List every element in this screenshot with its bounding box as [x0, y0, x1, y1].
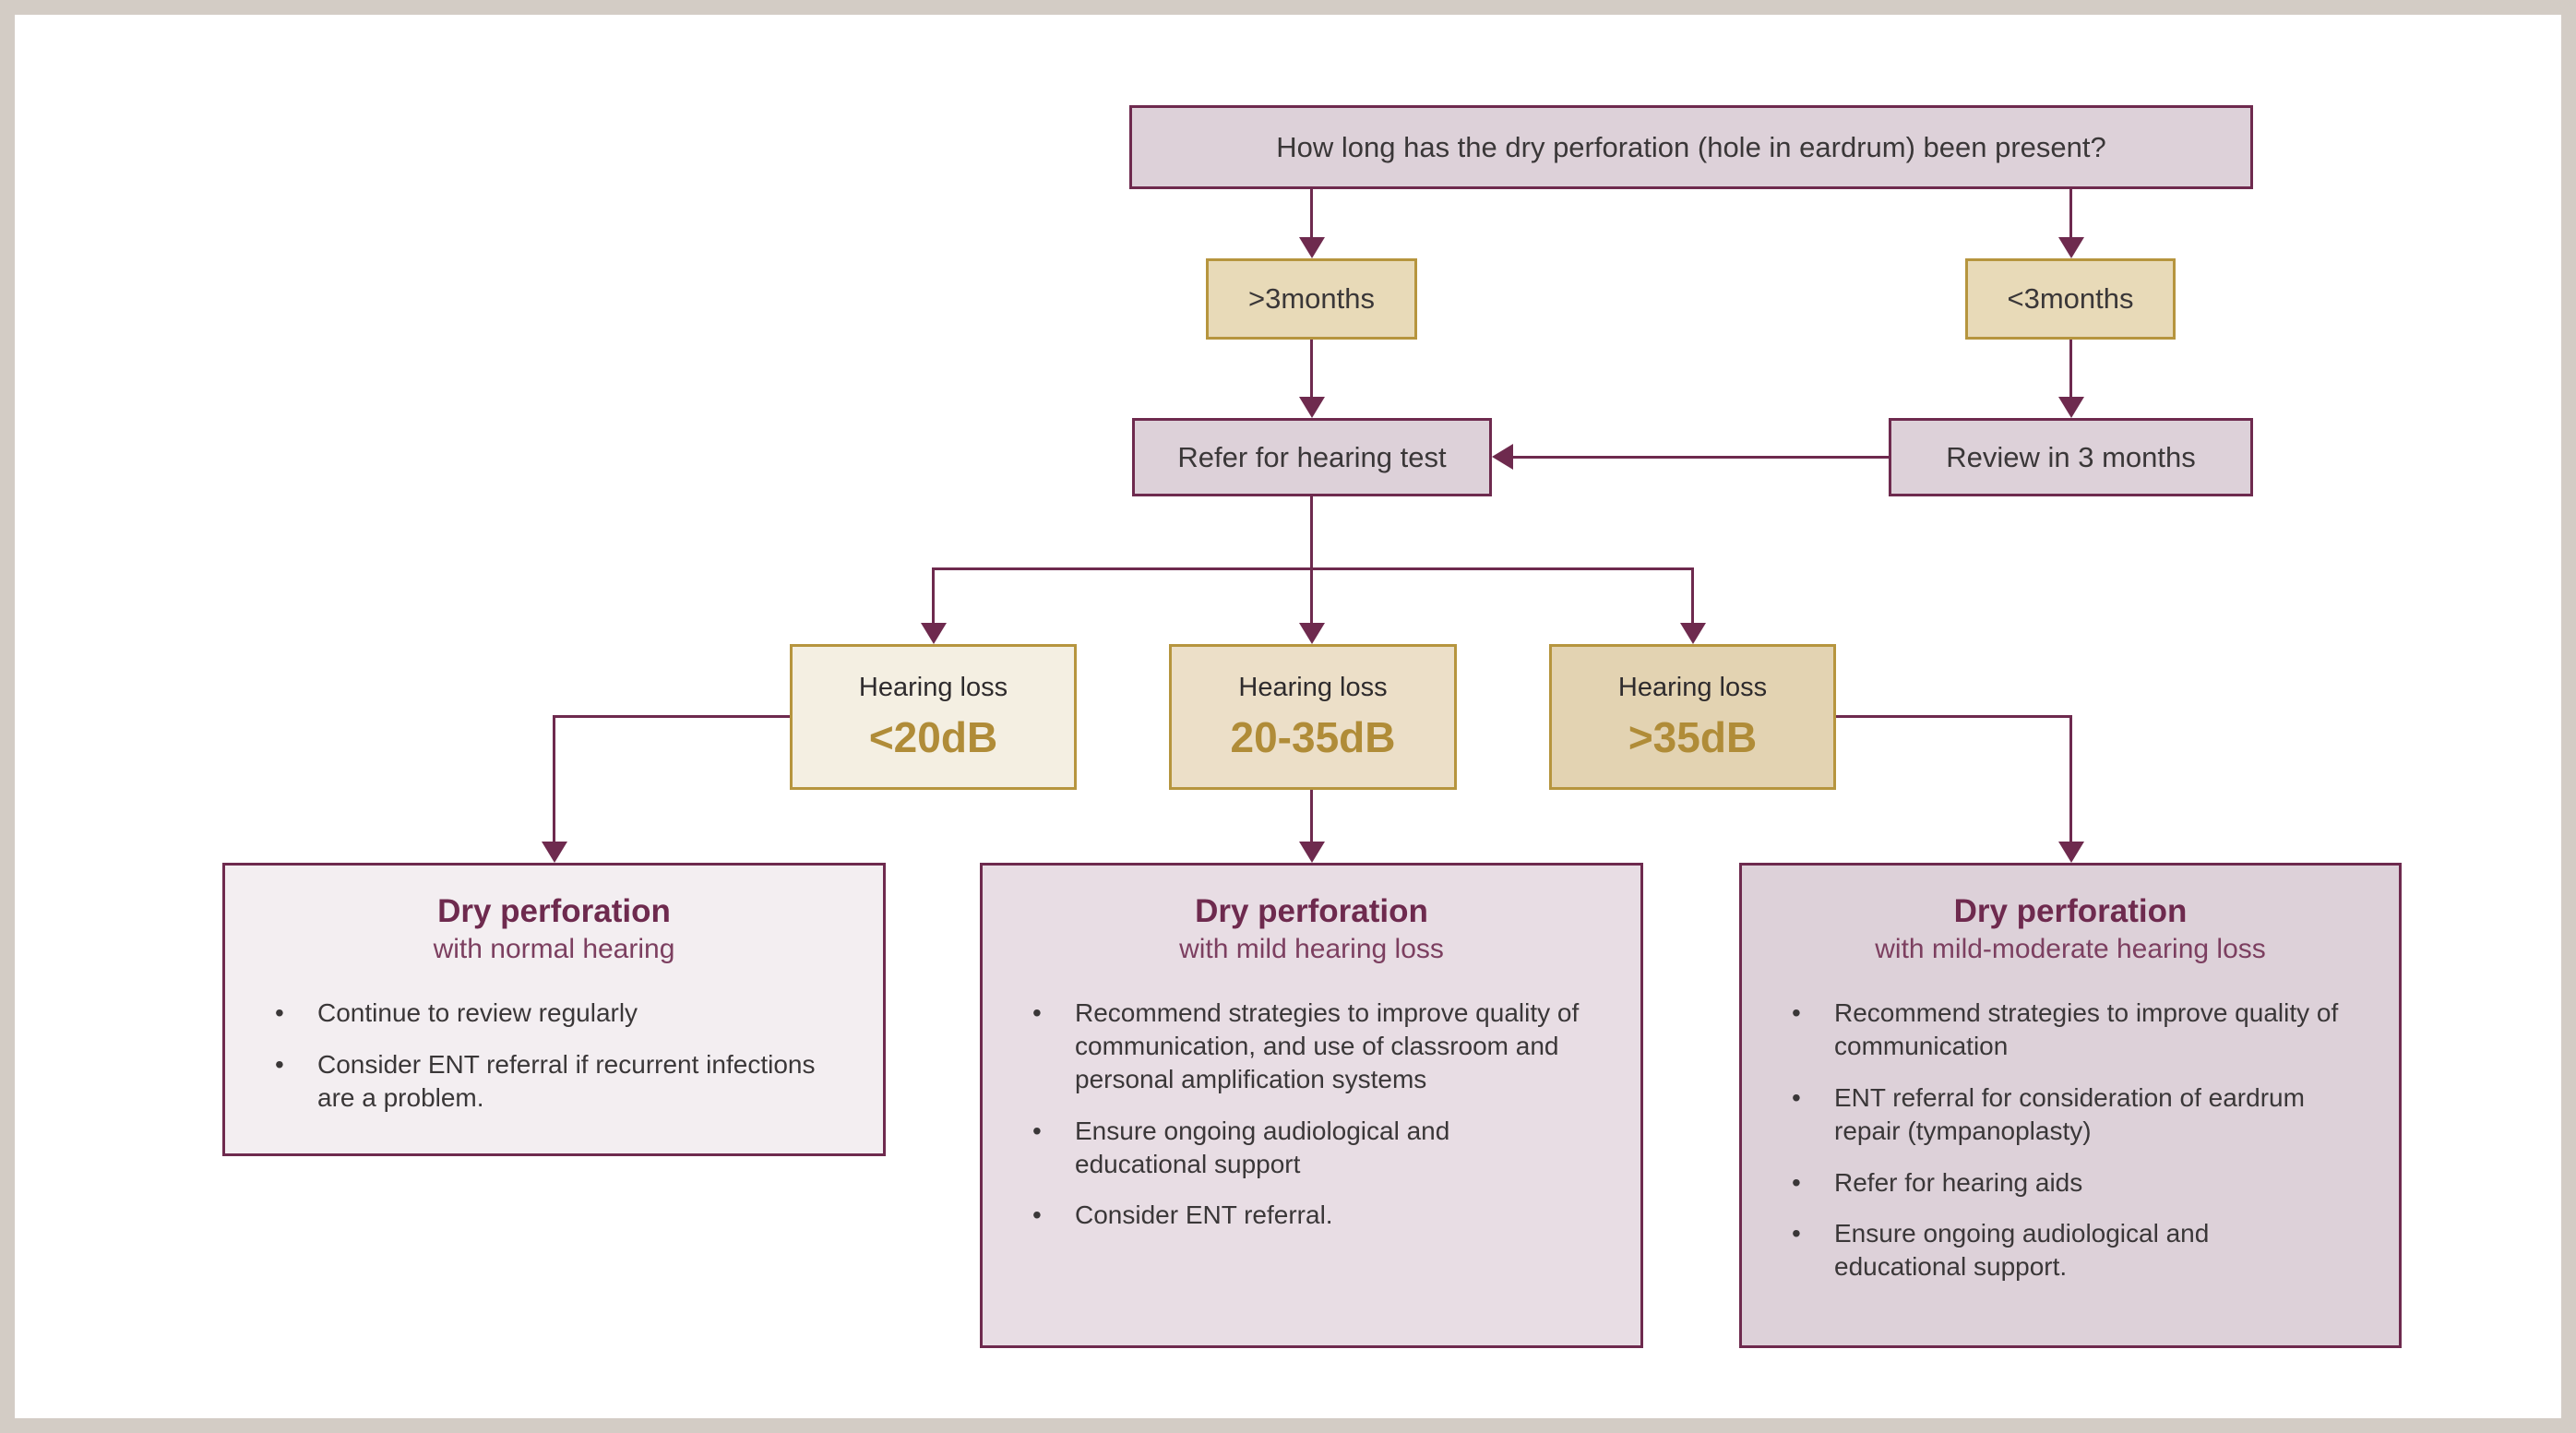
connector-line	[1310, 567, 1313, 625]
arrow-down-icon	[1680, 623, 1706, 644]
connector-line	[1310, 790, 1313, 843]
arrow-down-icon	[2058, 397, 2084, 418]
connector-line	[553, 715, 555, 842]
connector-line	[932, 567, 935, 625]
arrow-left-icon	[1492, 444, 1513, 470]
bullet-item: Consider ENT referral if recurrent infec…	[269, 1048, 824, 1115]
bullet-item: Recommend strategies to improve quality …	[1786, 997, 2340, 1063]
outcome-mild-hearing-loss-box: Dry perforation with mild hearing loss R…	[980, 863, 1643, 1348]
refer-hearing-test-node: Refer for hearing test	[1132, 418, 1492, 496]
arrow-down-icon	[1299, 842, 1325, 863]
bullet-item: Refer for hearing aids	[1786, 1166, 2340, 1200]
arrow-down-icon	[921, 623, 947, 644]
connector-line	[1310, 189, 1313, 240]
hearing-loss-value: 20-35dB	[1230, 712, 1396, 761]
outcome-title: Dry perforation	[1953, 893, 2188, 929]
bullet-item: Ensure ongoing audiological and educatio…	[1027, 1115, 1581, 1181]
outcome-title: Dry perforation	[437, 893, 671, 929]
connector-line	[2069, 715, 2072, 842]
bullet-item: ENT referral for consideration of eardru…	[1786, 1081, 2340, 1148]
connector-line	[1310, 496, 1313, 569]
branch-gt3months-label: >3months	[1247, 282, 1375, 315]
flowchart-sheet: How long has the dry perforation (hole i…	[15, 15, 2561, 1418]
connector-line	[553, 715, 790, 718]
hearing-loss-node-20-35db: Hearing loss 20-35dB	[1169, 644, 1457, 790]
bullet-item: Consider ENT referral.	[1027, 1199, 1581, 1232]
review-3-months-label: Review in 3 months	[1946, 440, 2196, 473]
hearing-loss-node-lt20db: Hearing loss <20dB	[790, 644, 1077, 790]
question-node: How long has the dry perforation (hole i…	[1129, 105, 2253, 189]
branch-node-lt3months: <3months	[1965, 258, 2176, 340]
outcome-normal-hearing-box: Dry perforation with normal hearing Cont…	[222, 863, 886, 1156]
hearing-loss-label: Hearing loss	[1617, 672, 1768, 702]
connector-line	[2069, 189, 2072, 240]
connector-line	[932, 567, 1694, 570]
branch-lt3months-label: <3months	[2007, 282, 2134, 315]
arrow-down-icon	[2058, 842, 2084, 863]
bullet-item: Continue to review regularly	[269, 997, 824, 1030]
branch-node-gt3months: >3months	[1206, 258, 1417, 340]
hearing-loss-node-gt35db: Hearing loss >35dB	[1549, 644, 1836, 790]
outcome-subtitle: with mild hearing loss	[1179, 934, 1444, 965]
connector-line	[1513, 456, 1889, 459]
outcome-bullet-list: Continue to review regularly Consider EN…	[256, 997, 852, 1114]
connector-line	[1691, 567, 1694, 625]
arrow-down-icon	[1299, 237, 1325, 258]
outcome-bullet-list: Recommend strategies to improve quality …	[1014, 997, 1609, 1232]
bullet-item: Recommend strategies to improve quality …	[1027, 997, 1581, 1095]
review-3-months-node: Review in 3 months	[1889, 418, 2253, 496]
arrow-down-icon	[542, 842, 567, 863]
refer-hearing-test-label: Refer for hearing test	[1177, 440, 1447, 473]
outcome-subtitle: with mild-moderate hearing loss	[1875, 934, 2266, 965]
arrow-down-icon	[1299, 623, 1325, 644]
hearing-loss-value: <20dB	[868, 712, 998, 761]
arrow-down-icon	[1299, 397, 1325, 418]
connector-line	[1310, 340, 1313, 399]
arrow-down-icon	[2058, 237, 2084, 258]
outcome-mild-moderate-hearing-loss-box: Dry perforation with mild-moderate heari…	[1739, 863, 2402, 1348]
outcome-subtitle: with normal hearing	[433, 934, 675, 965]
outcome-title: Dry perforation	[1195, 893, 1428, 929]
hearing-loss-value: >35dB	[1628, 712, 1758, 761]
hearing-loss-label: Hearing loss	[1238, 672, 1388, 702]
bullet-item: Ensure ongoing audiological and educatio…	[1786, 1217, 2340, 1284]
outcome-bullet-list: Recommend strategies to improve quality …	[1773, 997, 2367, 1284]
connector-line	[2069, 340, 2072, 399]
hearing-loss-label: Hearing loss	[858, 672, 1008, 702]
connector-line	[1836, 715, 2072, 718]
question-label: How long has the dry perforation (hole i…	[1276, 130, 2106, 163]
